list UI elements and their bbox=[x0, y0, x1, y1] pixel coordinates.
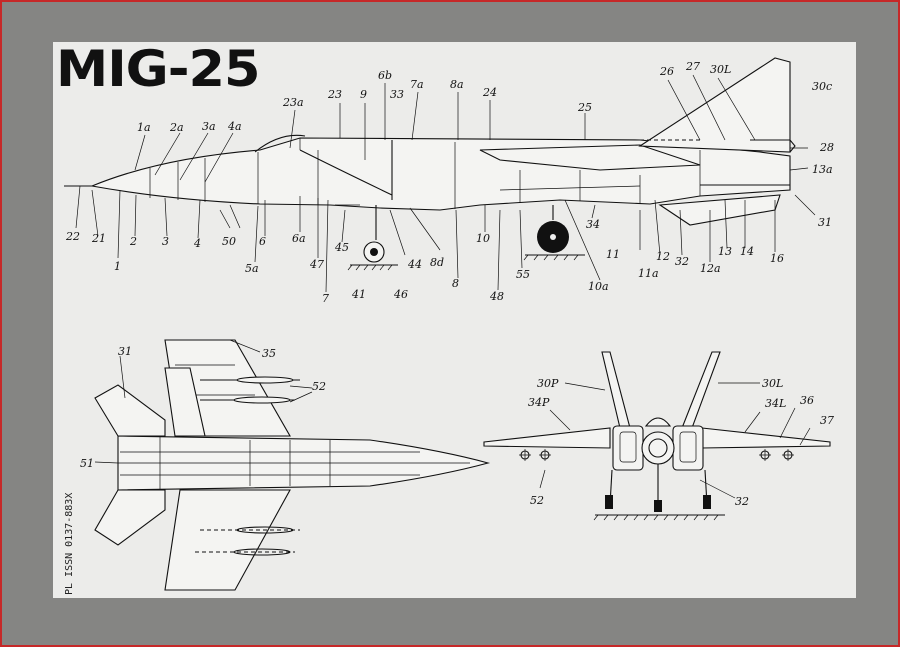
label-4a: 4a bbox=[227, 120, 242, 133]
label-13: 13 bbox=[718, 245, 732, 258]
label-30c: 30c bbox=[812, 80, 832, 93]
label-22: 22 bbox=[65, 230, 80, 243]
label-23: 23 bbox=[327, 88, 342, 101]
label-24: 24 bbox=[482, 86, 497, 99]
label-31: 31 bbox=[818, 216, 832, 229]
label-12: 12 bbox=[656, 250, 670, 263]
label-34: 34 bbox=[586, 218, 600, 231]
label-47: 47 bbox=[309, 258, 324, 271]
label-45: 45 bbox=[334, 241, 349, 254]
label-1: 1 bbox=[114, 260, 121, 273]
label-8a: 8a bbox=[450, 78, 464, 91]
label-top-52: 52 bbox=[312, 380, 326, 393]
label-6: 6 bbox=[259, 235, 266, 248]
label-12a: 12a bbox=[700, 262, 721, 275]
label-11: 11 bbox=[606, 248, 620, 261]
label-2a: 2a bbox=[169, 121, 184, 134]
front-view: 30P 30L 34P 34L 36 37 52 32 bbox=[483, 351, 834, 521]
label-6a: 6a bbox=[292, 232, 306, 245]
label-13a: 13a bbox=[812, 163, 833, 176]
label-21: 21 bbox=[91, 232, 106, 245]
label-16: 16 bbox=[770, 252, 784, 265]
label-4: 4 bbox=[193, 237, 201, 250]
label-front-32: 32 bbox=[735, 495, 749, 508]
label-48: 48 bbox=[489, 290, 504, 303]
label-5a: 5a bbox=[245, 262, 259, 275]
label-26: 26 bbox=[659, 65, 674, 78]
side-view: 1a 2a 3a 4a 23a 23 9 6b 7a 33 8a 24 25 2… bbox=[64, 57, 834, 305]
label-41: 41 bbox=[351, 288, 366, 301]
label-32: 32 bbox=[675, 255, 689, 268]
label-top-35: 35 bbox=[262, 347, 276, 360]
label-50: 50 bbox=[222, 235, 236, 248]
label-9: 9 bbox=[360, 88, 367, 101]
label-front-34L: 34L bbox=[765, 397, 786, 410]
label-front-30L: 30L bbox=[762, 377, 783, 390]
label-3: 3 bbox=[162, 235, 169, 248]
label-27: 27 bbox=[685, 60, 700, 73]
label-33: 33 bbox=[390, 88, 404, 101]
label-44: 44 bbox=[407, 258, 422, 271]
label-8d: 8d bbox=[430, 256, 444, 269]
page-title: MIG-25 bbox=[56, 40, 260, 98]
label-14: 14 bbox=[740, 245, 754, 258]
label-23a: 23a bbox=[282, 96, 304, 109]
label-1a: 1a bbox=[137, 121, 151, 134]
label-front-30P: 30P bbox=[537, 377, 559, 390]
label-7: 7 bbox=[322, 292, 329, 305]
label-25: 25 bbox=[577, 101, 592, 114]
label-front-52: 52 bbox=[530, 494, 544, 507]
label-3a: 3a bbox=[202, 120, 216, 133]
top-view: 31 35 52 51 bbox=[80, 339, 491, 591]
label-30L: 30L bbox=[710, 63, 731, 76]
label-8: 8 bbox=[452, 277, 459, 290]
label-top-51: 51 bbox=[80, 457, 94, 470]
label-46: 46 bbox=[393, 288, 408, 301]
label-front-34P: 34P bbox=[528, 396, 550, 409]
label-55: 55 bbox=[516, 268, 530, 281]
label-7a: 7a bbox=[410, 78, 424, 91]
label-2: 2 bbox=[129, 235, 137, 248]
label-10a: 10a bbox=[588, 280, 609, 293]
label-28: 28 bbox=[819, 141, 834, 154]
label-11a: 11a bbox=[638, 267, 659, 280]
label-front-37: 37 bbox=[820, 414, 834, 427]
label-6b: 6b bbox=[378, 69, 392, 82]
label-10: 10 bbox=[476, 232, 490, 245]
label-front-36: 36 bbox=[800, 394, 814, 407]
label-top-31: 31 bbox=[118, 345, 132, 358]
